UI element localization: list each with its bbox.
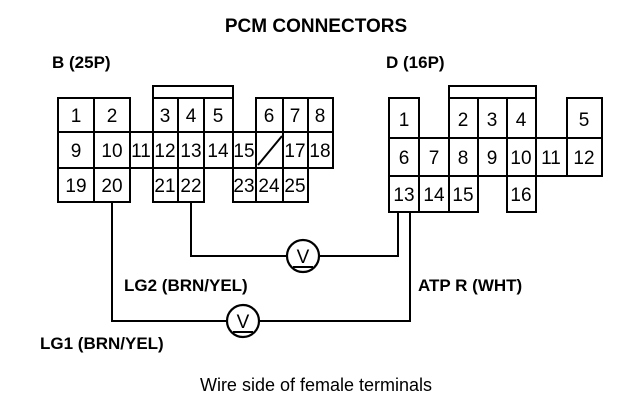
b-pin-20: 20 bbox=[101, 176, 122, 197]
d-pin-6-cell bbox=[388, 137, 420, 177]
lower-voltmeter-symbol: V bbox=[237, 312, 250, 333]
connector-b-lock-tab bbox=[152, 85, 234, 99]
d-pin-3-cell bbox=[477, 97, 508, 139]
b-pin-18: 18 bbox=[309, 141, 330, 162]
diagram-caption: Wire side of female terminals bbox=[200, 375, 432, 395]
b-pin-4: 4 bbox=[186, 106, 197, 127]
d-pin-11-cell bbox=[535, 137, 568, 177]
connector-d: 1 2 3 4 5 6 7 8 9 10 11 12 13 14 15 16 bbox=[388, 85, 603, 213]
lower-voltmeter-icon: V bbox=[225, 303, 261, 339]
b-pin-5: 5 bbox=[213, 106, 224, 127]
b-pin-18-cell bbox=[307, 131, 334, 169]
wire-lower-meter-to-d13 bbox=[259, 212, 411, 322]
wire-b20-to-lower-meter bbox=[111, 202, 227, 322]
b-pin-14-cell bbox=[203, 131, 234, 169]
b-pin-7: 7 bbox=[290, 106, 301, 127]
b-pin-21: 21 bbox=[154, 176, 175, 197]
b-pin-3: 3 bbox=[160, 106, 171, 127]
d-pin-13: 13 bbox=[393, 185, 414, 206]
d-pin-16: 16 bbox=[510, 185, 531, 206]
d-pin-3: 3 bbox=[487, 110, 498, 131]
b-pin-10-cell bbox=[93, 131, 131, 169]
connector-d-lock-tab bbox=[448, 85, 537, 99]
d-pin-8: 8 bbox=[458, 148, 469, 169]
connector-b: 1 2 3 4 5 6 7 8 9 10 11 12 13 14 15 17 1… bbox=[57, 85, 334, 203]
d-pin-9: 9 bbox=[487, 148, 498, 169]
wire-b22-to-upper-meter bbox=[190, 202, 287, 257]
d-pin-11: 11 bbox=[541, 148, 561, 169]
b-pin-19-cell bbox=[57, 167, 95, 203]
d-pin-6: 6 bbox=[399, 148, 410, 169]
upper-voltmeter-symbol: V bbox=[297, 247, 310, 268]
d-pin-7: 7 bbox=[429, 148, 440, 169]
b-pin-8-cell bbox=[307, 97, 334, 133]
b-pin-10: 10 bbox=[101, 141, 122, 162]
b-pin-21-cell bbox=[152, 167, 179, 203]
d-pin-14: 14 bbox=[423, 185, 445, 206]
d-pin-2-cell bbox=[448, 97, 479, 139]
wire-upper-meter-to-d13 bbox=[319, 212, 399, 257]
d-pin-15: 15 bbox=[452, 185, 473, 206]
d-pin-4: 4 bbox=[516, 110, 527, 131]
b-pin-6: 6 bbox=[264, 106, 275, 127]
b-pin-25: 25 bbox=[284, 176, 305, 197]
d-pin-10: 10 bbox=[510, 148, 531, 169]
b-pin-1: 1 bbox=[71, 106, 82, 127]
wire-label-lg2: LG2 (BRN/YEL) bbox=[124, 276, 248, 295]
connector-d-label: D (16P) bbox=[386, 53, 445, 72]
b-pin-22: 22 bbox=[180, 176, 201, 197]
b-pin-20-cell bbox=[93, 167, 131, 203]
wire-label-atp: ATP R (WHT) bbox=[418, 276, 522, 295]
d-pin-5: 5 bbox=[579, 110, 590, 131]
b-pin-19: 19 bbox=[65, 176, 86, 197]
b-pin-25-cell bbox=[282, 167, 309, 203]
b-pin-17: 17 bbox=[284, 141, 305, 162]
b-pin-9: 9 bbox=[71, 141, 82, 162]
b-pin-13-cell bbox=[177, 131, 205, 169]
d-pin-2: 2 bbox=[458, 110, 469, 131]
b-pin-12: 12 bbox=[154, 141, 175, 162]
connector-b-label: B (25P) bbox=[52, 53, 111, 72]
wire-label-lg1: LG1 (BRN/YEL) bbox=[40, 334, 164, 353]
b-pin-14: 14 bbox=[207, 141, 229, 162]
d-pin-12: 12 bbox=[573, 148, 594, 169]
d-pin-16-cell bbox=[506, 175, 537, 213]
b-pin-11: 11 bbox=[131, 141, 151, 162]
b-pin-23: 23 bbox=[233, 176, 254, 197]
b-pin-16-blank-slash bbox=[257, 135, 283, 166]
diagram-title: PCM CONNECTORS bbox=[225, 16, 407, 37]
b-pin-24: 24 bbox=[258, 176, 280, 197]
d-pin-12-cell bbox=[566, 137, 603, 177]
d-pin-15-cell bbox=[448, 175, 479, 213]
d-pin-1: 1 bbox=[399, 110, 410, 131]
b-pin-2: 2 bbox=[107, 106, 118, 127]
upper-voltmeter-icon: V bbox=[285, 238, 321, 274]
b-pin-13: 13 bbox=[180, 141, 201, 162]
b-pin-15: 15 bbox=[233, 141, 254, 162]
b-pin-8: 8 bbox=[315, 106, 326, 127]
